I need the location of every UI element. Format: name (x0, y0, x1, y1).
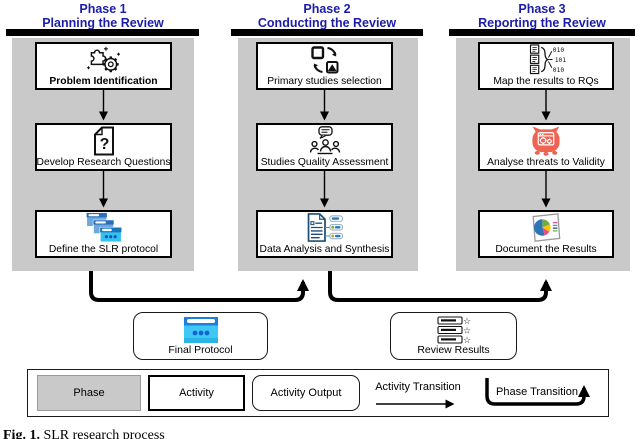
phase-1-divider-bar (6, 29, 199, 36)
svg-text:☆: ☆ (463, 316, 471, 326)
svg-text:☆: ☆ (463, 335, 471, 345)
question-document-icon: ? (37, 125, 170, 156)
figure-caption-prefix: Fig. 1. (3, 428, 40, 439)
rated-comments-icon: ☆ ☆ ☆ (391, 315, 516, 345)
activity-label: Document the Results (495, 244, 597, 255)
team-discussion-icon (258, 125, 391, 156)
activity-label: Develop Research Questions (36, 157, 171, 168)
svg-text:101: 101 (555, 57, 567, 64)
pie-chart-report-icon (480, 212, 612, 243)
activity-label: Problem Identification (49, 76, 158, 87)
figure-caption: Fig. 1. SLR research process (3, 428, 165, 439)
phase-1-title: Phase 1 Planning the Review (8, 2, 198, 30)
output-review-results: ☆ ☆ ☆ Review Results (390, 312, 517, 360)
phase-2-title-line2: Conducting the Review (257, 15, 397, 30)
figure-caption-text: SLR research process (43, 428, 165, 439)
results-mapping-icon: 010 101 010 (480, 44, 612, 75)
phase-3-title-line2: Reporting the Review (478, 15, 606, 30)
document-analysis-icon (258, 212, 391, 243)
activity-analyse-threats-validity: Analyse threats to Validity (478, 123, 614, 171)
svg-text:010: 010 (553, 47, 565, 54)
legend-activity-label: Activity (179, 387, 214, 399)
phase-1-title-line2: Planning the Review (42, 15, 164, 30)
legend-activity-transition-label: Activity Transition (375, 381, 461, 393)
legend-phase-transition-label: Phase Transition (496, 386, 578, 398)
puzzle-gear-icon (37, 44, 170, 75)
phase-3-divider-bar (449, 29, 635, 36)
activity-data-analysis-synthesis: Data Analysis and Synthesis (256, 210, 393, 258)
phase-2-title-line1: Phase 2 (303, 2, 351, 16)
activity-define-slr-protocol: Define the SLR protocol (35, 210, 172, 258)
phase-3-title-line1: Phase 3 (518, 2, 566, 16)
threat-monster-icon (480, 125, 612, 156)
activity-label: Primary studies selection (267, 76, 382, 87)
activity-document-results: Document the Results (478, 210, 614, 258)
output-final-protocol: Final Protocol (133, 312, 268, 360)
shape-conversion-icon (258, 44, 391, 75)
output-label: Final Protocol (168, 344, 233, 356)
activity-label: Analyse threats to Validity (487, 157, 605, 168)
activity-studies-quality-assessment: Studies Quality Assessment (256, 123, 393, 171)
activity-map-results-to-rqs: 010 101 010 Map the results to RQs (478, 42, 614, 90)
phase-2-divider-bar (231, 29, 423, 36)
phase-1-title-line1: Phase 1 (79, 2, 127, 16)
activity-primary-studies-selection: Primary studies selection (256, 42, 393, 90)
svg-text:☆: ☆ (463, 325, 471, 335)
phase-2-title: Phase 2 Conducting the Review (231, 2, 423, 30)
activity-label: Map the results to RQs (493, 76, 599, 87)
legend-phase-swatch: Phase (37, 375, 141, 411)
output-label: Review Results (417, 344, 490, 356)
protocol-window-icon (134, 315, 267, 345)
activity-problem-identification: Problem Identification (35, 42, 172, 90)
cascading-windows-icon (37, 212, 170, 243)
activity-develop-research-questions: ? Develop Research Questions (35, 123, 172, 171)
legend-activity-output-swatch: Activity Output (252, 375, 360, 411)
svg-text:?: ? (99, 136, 109, 153)
activity-label: Data Analysis and Synthesis (259, 244, 390, 255)
legend-phase-label: Phase (73, 387, 105, 399)
phase-transition-arrows (89, 271, 552, 302)
legend-activity-output-label: Activity Output (270, 387, 342, 399)
phase-3-title: Phase 3 Reporting the Review (449, 2, 635, 30)
activity-label: Define the SLR protocol (48, 244, 159, 255)
svg-text:010: 010 (553, 67, 565, 74)
activity-label: Studies Quality Assessment (260, 157, 389, 168)
legend-activity-swatch: Activity (148, 375, 245, 411)
